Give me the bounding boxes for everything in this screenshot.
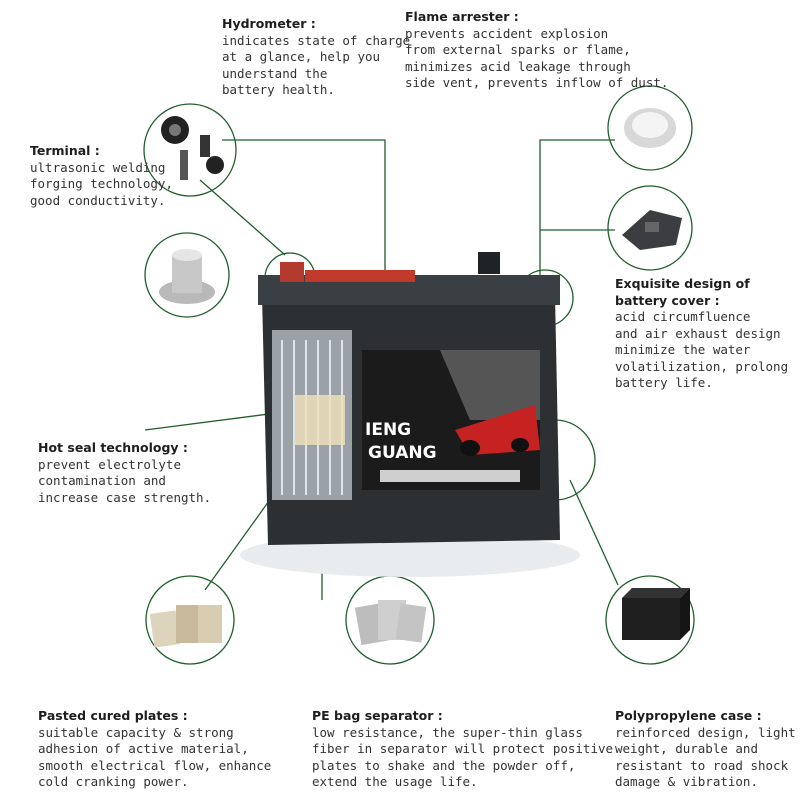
flame-line xyxy=(539,139,615,280)
plates-thumb-icon xyxy=(149,605,222,648)
polypropylene-case-callout: Polypropylene case : reinforced design, … xyxy=(615,708,796,791)
hydrometer-title: Hydrometer : xyxy=(222,16,316,31)
flame-arrester-desc: prevents accident explosion from externa… xyxy=(405,25,669,91)
terminal-thumb-icon xyxy=(161,116,224,180)
pasted-plates-callout: Pasted cured plates : suitable capacity … xyxy=(38,708,271,791)
separator-thumb-icon xyxy=(354,600,427,646)
hot-seal-callout: Hot seal technology : prevent electrolyt… xyxy=(38,440,211,506)
battery-cover-callout: Exquisite design of battery cover : acid… xyxy=(615,276,788,392)
polypropylene-case-desc: reinforced design, light weight, durable… xyxy=(615,724,796,790)
flame-arrester-callout: Flame arrester : prevents accident explo… xyxy=(405,9,668,92)
hydrometer-callout: Hydrometer : indicates state of charge a… xyxy=(222,16,410,99)
cover-thumb-icon xyxy=(622,210,682,250)
post-thumb-icon xyxy=(159,249,215,304)
pe-separator-callout: PE bag separator : low resistance, the s… xyxy=(312,708,613,791)
brand-line1: IENG xyxy=(365,420,411,440)
pe-separator-desc: low resistance, the super-thin glass fib… xyxy=(312,724,614,790)
terminal-desc: ultrasonic welding forging technology, g… xyxy=(30,159,173,208)
battery-cover-title: Exquisite design of battery cover : xyxy=(615,276,750,308)
flame-arrester-title: Flame arrester : xyxy=(405,9,519,24)
battery-cover-desc: acid circumfluence and air exhaust desig… xyxy=(615,309,789,390)
terminal-title: Terminal : xyxy=(30,143,100,158)
brand-line2: GUANG xyxy=(368,443,437,463)
pe-separator-title: PE bag separator : xyxy=(312,708,443,723)
hot-seal-title: Hot seal technology : xyxy=(38,440,188,455)
pasted-plates-title: Pasted cured plates : xyxy=(38,708,188,723)
polypropylene-case-title: Polypropylene case : xyxy=(615,708,762,723)
pasted-plates-desc: suitable capacity & strong adhesion of a… xyxy=(38,724,272,790)
case-thumb-icon xyxy=(622,588,690,640)
hydrometer-line xyxy=(222,139,386,290)
battery-illustration xyxy=(240,252,580,577)
terminal-callout: Terminal : ultrasonic welding forging te… xyxy=(30,143,173,209)
terminal-line xyxy=(199,179,286,256)
hydrometer-desc: indicates state of charge at a glance, h… xyxy=(222,32,411,98)
case-line xyxy=(569,479,619,586)
hot-seal-desc: prevent electrolyte contamination and in… xyxy=(38,456,212,505)
flame-arrester-thumb-icon xyxy=(624,108,676,148)
